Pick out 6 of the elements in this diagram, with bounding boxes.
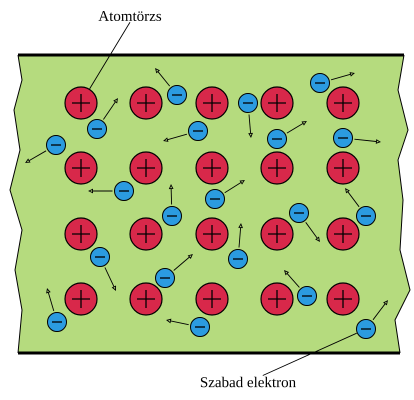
callout-label: Atomtörzs — [98, 10, 162, 22]
ion-symbol — [64, 86, 98, 120]
electron-symbol — [356, 319, 376, 339]
leader-line — [89, 22, 130, 90]
leader-line — [262, 332, 358, 376]
callout-label: Szabad elektron — [200, 376, 296, 388]
